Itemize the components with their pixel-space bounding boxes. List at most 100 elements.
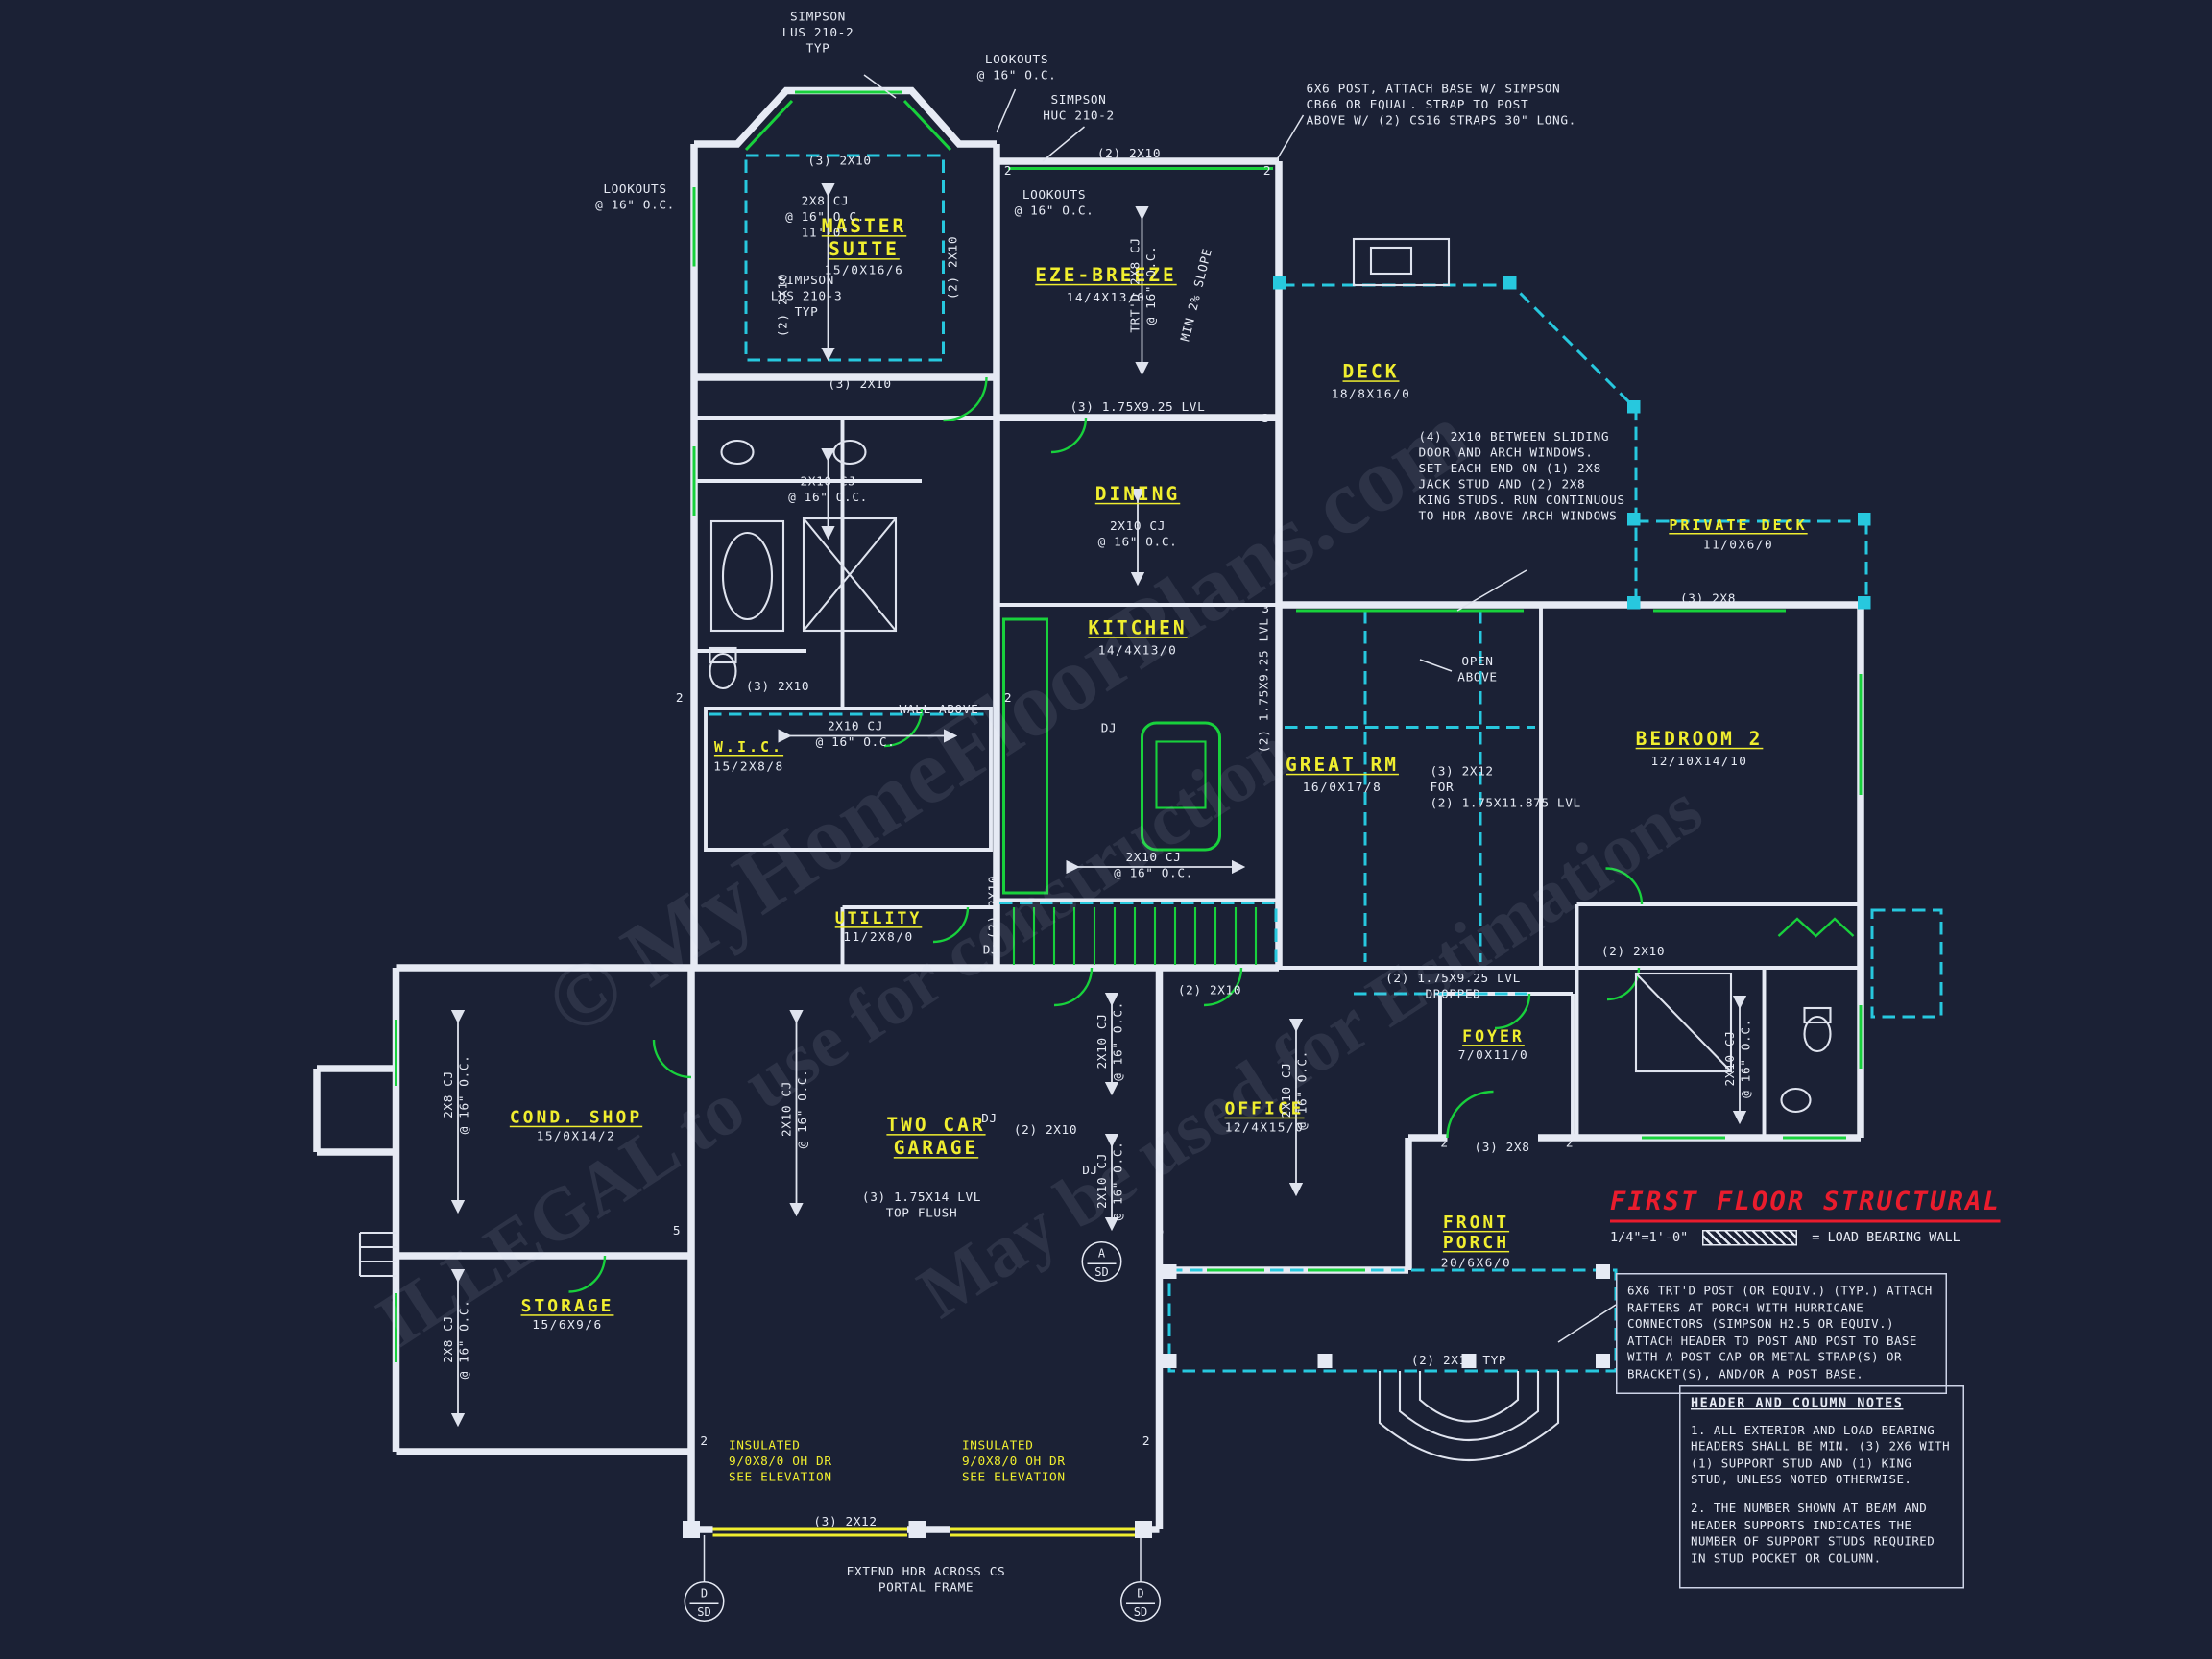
room-label-storage: STORAGE 15/6X9/6 bbox=[521, 1296, 614, 1334]
annotation: 2 bbox=[675, 691, 685, 707]
room-dims: 18/8X16/0 bbox=[1331, 387, 1411, 402]
annotation: (2) 2X10 bbox=[1096, 147, 1162, 162]
annotation: LOOKOUTS @ 16" O.C. bbox=[1014, 188, 1094, 219]
annotation: 2 bbox=[1003, 691, 1013, 707]
room-name: DECK bbox=[1342, 361, 1400, 384]
annotation: 5 bbox=[672, 1224, 682, 1239]
room-name: MASTER SUITE bbox=[821, 216, 907, 261]
annotation: 2 bbox=[1262, 164, 1272, 180]
annotation: LOOKOUTS @ 16" O.C. bbox=[976, 53, 1057, 84]
annotation: INSULATED 9/0X8/0 OH DR SEE ELEVATION bbox=[729, 1439, 832, 1486]
annotation: 2 bbox=[700, 1434, 709, 1450]
kitchen-island bbox=[1141, 721, 1221, 852]
room-name: BEDROOM 2 bbox=[1635, 729, 1764, 751]
annotation: SIMPSON LUS 210-2 TYP bbox=[781, 11, 854, 58]
annotation: (3) 2X8 bbox=[1680, 592, 1736, 608]
annotation: 5 bbox=[1156, 1224, 1166, 1239]
annotation: (3) 2X12 FOR (2) 1.75X11.875 LVL bbox=[1430, 765, 1581, 812]
walls-interior bbox=[694, 416, 1861, 1138]
stair-treads bbox=[1012, 907, 1258, 965]
annotation: (2) 2X10 bbox=[1600, 945, 1666, 960]
posts bbox=[683, 276, 1871, 1538]
room-dims: 15/0X14/2 bbox=[536, 1130, 616, 1145]
annotation: SIMPSON HUC 210-2 bbox=[1043, 93, 1115, 124]
room-label-foyer: FOYER 7/0X11/0 bbox=[1458, 1027, 1528, 1064]
annotation: (2) 1.75X9.25 LVL DROPPED bbox=[1385, 972, 1521, 1002]
room-label-deck: DECK 18/8X16/0 bbox=[1332, 362, 1411, 401]
porch-steps bbox=[1378, 1371, 1560, 1461]
room-dims: 12/4X15/0 bbox=[1224, 1121, 1305, 1137]
room-dims: 15/6X9/6 bbox=[532, 1319, 603, 1334]
annotation: INSULATED 9/0X8/0 OH DR SEE ELEVATION bbox=[962, 1439, 1066, 1486]
annotation: DJ bbox=[981, 1112, 998, 1127]
annotation: 3 bbox=[1262, 602, 1270, 617]
sink bbox=[1780, 1087, 1812, 1114]
legend-label: = LOAD BEARING WALL bbox=[1812, 1230, 1960, 1245]
annotation: DJ bbox=[982, 944, 999, 959]
dimension-arrows bbox=[450, 182, 1747, 1428]
annotation: EXTEND HDR ACROSS CS PORTAL FRAME bbox=[846, 1565, 1006, 1596]
annotation-leaders bbox=[863, 74, 1617, 1343]
room-dims: 12/10X14/10 bbox=[1650, 754, 1748, 769]
room-label-office: OFFICE 12/4X15/0 bbox=[1224, 1098, 1304, 1137]
room-label-two-car-garage: TWO CAR GARAGE bbox=[857, 1116, 1016, 1161]
annotation: WALL ABOVE bbox=[899, 703, 979, 718]
room-dims: 20/6X6/0 bbox=[1440, 1256, 1512, 1271]
toilet bbox=[1803, 1015, 1832, 1053]
fireplace bbox=[1352, 237, 1451, 287]
title-block: FIRST FLOOR STRUCTURAL 1/4"=1'-0" = LOAD… bbox=[1610, 1187, 2002, 1246]
drawing-scale: 1/4"=1'-0" bbox=[1610, 1230, 1689, 1245]
annotation: (3) 2X10 bbox=[745, 680, 810, 695]
room-dims: 11/0X6/0 bbox=[1702, 539, 1774, 553]
closet-bifold bbox=[1777, 917, 1855, 938]
room-label-bedroom-2: BEDROOM 2 12/10X14/10 bbox=[1636, 729, 1764, 768]
room-label-master-suite: MASTER SUITE 15/0X16/6 bbox=[792, 217, 936, 279]
room-dims: 14/4X13/0 bbox=[1066, 290, 1146, 305]
annotation: LOOKOUTS @ 16" O.C. bbox=[595, 182, 675, 213]
load-bearing-hatch-swatch bbox=[1702, 1230, 1798, 1246]
room-dims: 15/0X16/6 bbox=[824, 264, 904, 279]
room-name: COND. SHOP bbox=[509, 1107, 643, 1128]
annotation: 2 bbox=[1003, 164, 1013, 180]
room-name: OFFICE bbox=[1224, 1098, 1305, 1119]
room-name: TWO CAR GARAGE bbox=[886, 1115, 986, 1160]
room-label-front-porch: FRONT PORCH 20/6X6/0 bbox=[1431, 1212, 1521, 1270]
note-item: 1. ALL EXTERIOR AND LOAD BEARING HEADERS… bbox=[1691, 1422, 1951, 1487]
kitchen-counter bbox=[1002, 617, 1048, 895]
annotation: (3) 2X10 bbox=[807, 155, 872, 170]
annotation: 2 bbox=[1440, 1137, 1449, 1152]
annotation: 3 bbox=[1262, 412, 1270, 427]
room-name: GREAT RM bbox=[1286, 755, 1399, 777]
deck-posts bbox=[1273, 276, 1871, 610]
room-dims: 11/2X8/0 bbox=[843, 930, 914, 946]
annotation: DJ bbox=[1100, 722, 1118, 737]
sheet-title: FIRST FLOOR STRUCTURAL bbox=[1610, 1187, 2002, 1223]
room-name: STORAGE bbox=[520, 1295, 614, 1316]
walls-exterior bbox=[313, 86, 1864, 1533]
room-label-cond-shop: COND. SHOP 15/0X14/2 bbox=[510, 1107, 642, 1145]
annotation: OPEN ABOVE bbox=[1457, 655, 1498, 685]
annotation: (3) 2X8 bbox=[1474, 1141, 1530, 1156]
side-steps bbox=[358, 1231, 397, 1278]
room-name: FOYER bbox=[1462, 1027, 1525, 1046]
room-dims: 15/2X8/8 bbox=[713, 760, 784, 775]
annotation: (4) 2X10 BETWEEN SLIDING DOOR AND ARCH W… bbox=[1418, 430, 1625, 525]
room-dims: 7/0X11/0 bbox=[1457, 1048, 1529, 1064]
kitchen-range bbox=[1155, 740, 1207, 809]
note-item: 2. THE NUMBER SHOWN AT BEAM AND HEADER S… bbox=[1691, 1501, 1936, 1566]
porch-post-note: 6X6 TRT'D POST (OR EQUIV.) (TYP.) ATTACH… bbox=[1616, 1273, 1947, 1394]
annotation: 6X6 POST, ATTACH BASE W/ SIMPSON CB66 OR… bbox=[1306, 83, 1576, 130]
room-name: FRONT PORCH bbox=[1442, 1212, 1510, 1253]
tub bbox=[709, 519, 785, 633]
shower bbox=[802, 517, 898, 633]
header-column-notes: HEADER AND COLUMN NOTES 1. ALL EXTERIOR … bbox=[1679, 1385, 1964, 1590]
